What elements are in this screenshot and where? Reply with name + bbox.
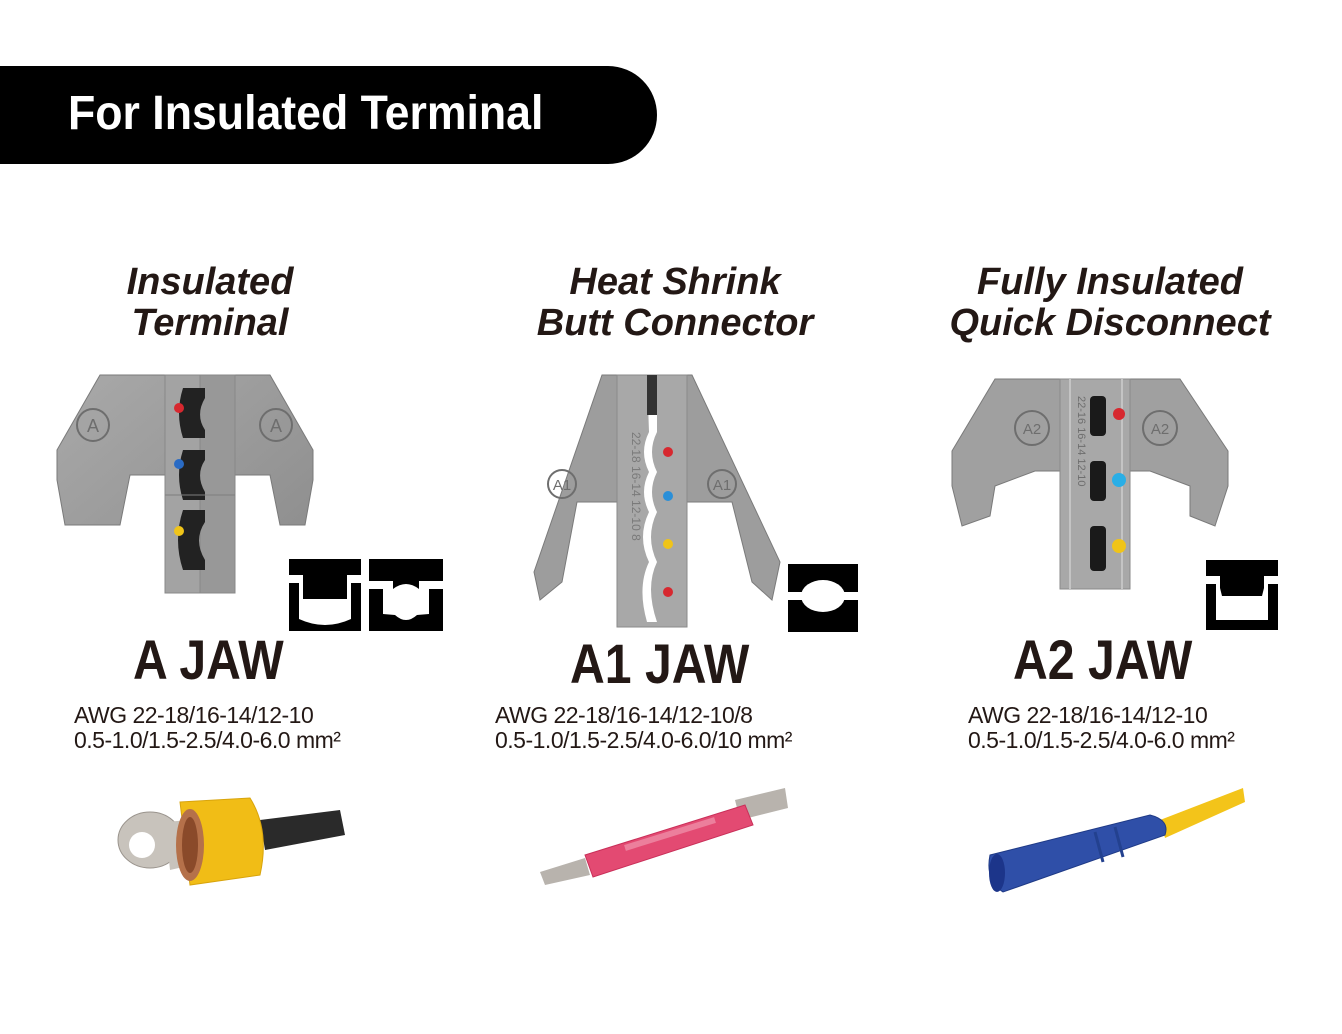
jaw-label: A JAW bbox=[133, 628, 284, 691]
jaw-label: A2 JAW bbox=[1013, 628, 1193, 691]
header-banner: For Insulated Terminal bbox=[0, 66, 657, 164]
svg-text:A1: A1 bbox=[553, 477, 571, 494]
product-title-line2: Quick Disconnect bbox=[949, 302, 1271, 344]
yellow-ring-terminal-image bbox=[117, 797, 345, 886]
product-title-line2: Butt Connector bbox=[536, 302, 814, 344]
mm2-spec: 0.5-1.0/1.5-2.5/4.0-6.0/10 mm² bbox=[495, 727, 792, 753]
product-title-line2: Terminal bbox=[131, 302, 289, 344]
crimp-profile-square-icon bbox=[1206, 560, 1278, 630]
product-title-line1: Heat Shrink bbox=[569, 261, 781, 303]
awg-spec: AWG 22-18/16-14/12-10 bbox=[74, 702, 314, 728]
product-title-line1: Fully Insulated bbox=[976, 261, 1244, 303]
mm2-spec: 0.5-1.0/1.5-2.5/4.0-6.0 mm² bbox=[968, 727, 1235, 753]
crimp-profile-double-bump-icon bbox=[369, 559, 443, 631]
awg-spec: AWG 22-18/16-14/12-10 bbox=[968, 702, 1208, 728]
svg-text:22-16 16-14 12-10: 22-16 16-14 12-10 bbox=[1075, 396, 1087, 487]
awg-spec: AWG 22-18/16-14/12-10/8 bbox=[495, 702, 753, 728]
svg-text:A: A bbox=[270, 416, 282, 436]
jaw-label: A1 JAW bbox=[570, 632, 750, 695]
a-jaw-die-image: A A bbox=[56, 374, 314, 594]
a2-jaw-die-image: 22-16 16-14 12-10 A2 A2 bbox=[951, 378, 1229, 590]
svg-text:22-18 16-14 12-10 8: 22-18 16-14 12-10 8 bbox=[629, 432, 643, 541]
product-title-line1: Insulated bbox=[126, 261, 294, 303]
svg-text:A2: A2 bbox=[1023, 421, 1041, 438]
crimp-profile-round-icon bbox=[788, 564, 858, 632]
svg-text:A1: A1 bbox=[713, 477, 731, 494]
crimp-profile-oval-icon bbox=[289, 559, 361, 631]
mm2-spec: 0.5-1.0/1.5-2.5/4.0-6.0 mm² bbox=[74, 727, 341, 753]
svg-text:A2: A2 bbox=[1151, 421, 1169, 438]
red-heat-shrink-butt-connector-image bbox=[540, 788, 788, 885]
a1-jaw-die-image: 22-18 16-14 12-10 8 A1 A1 bbox=[533, 374, 781, 628]
svg-text:A: A bbox=[87, 416, 99, 436]
banner-title: For Insulated Terminal bbox=[68, 87, 544, 140]
blue-quick-disconnect-image bbox=[988, 788, 1245, 893]
